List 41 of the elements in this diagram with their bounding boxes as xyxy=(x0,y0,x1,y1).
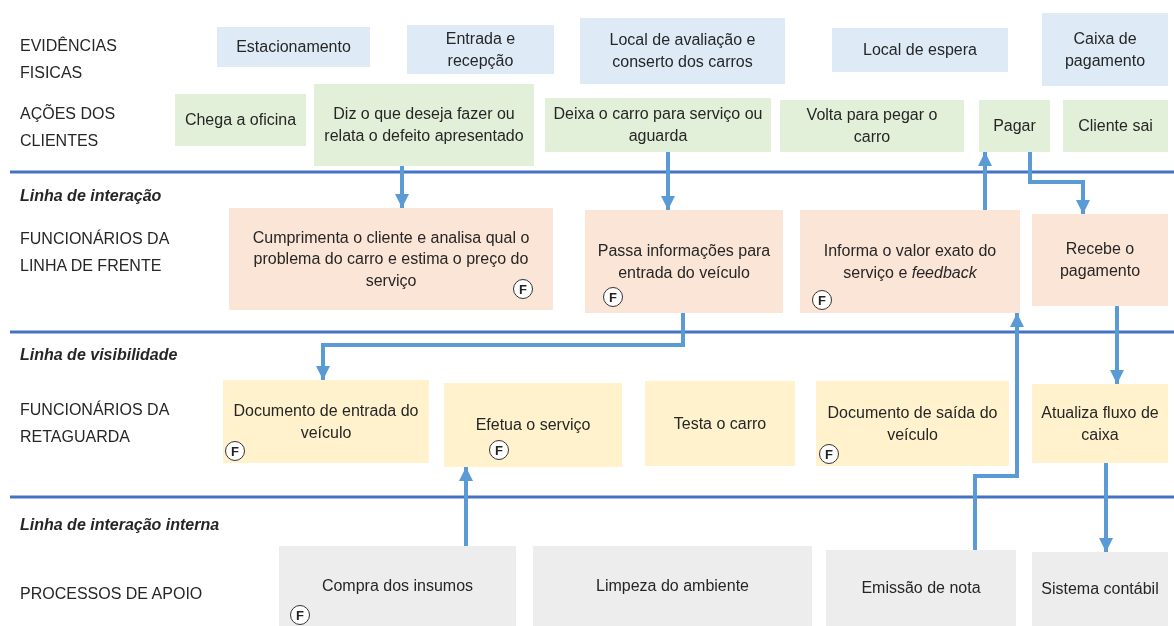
arrow xyxy=(973,313,1024,550)
backstage-box: Atualiza fluxo de caixa xyxy=(1032,384,1168,463)
backstage-box: Documento de saída do veículo F xyxy=(816,381,1009,466)
line-label: Linha de interação interna xyxy=(20,515,220,535)
arrow xyxy=(1099,463,1113,552)
lane-label: AÇÕES DOS CLIENTES xyxy=(20,103,117,152)
customer-action-box: Volta para pegar o carro xyxy=(780,100,964,152)
evidence-box: Entrada e recepção xyxy=(407,25,554,74)
evidence-box: Local de espera xyxy=(832,28,1008,72)
lane-label: PROCESSOS DE APOIO xyxy=(20,584,204,604)
evidence-box: Caixa de pagamento xyxy=(1042,13,1168,86)
lane-label: FUNCIONÁRIOS DA LINHA DE FRENTE xyxy=(20,228,171,277)
customer-action-box: Deixa o carro para serviço ou aguarda xyxy=(545,98,771,152)
support-process-box: Compra dos insumos F xyxy=(279,546,516,626)
line-label: Linha de interação xyxy=(20,186,163,206)
arrow xyxy=(395,166,409,208)
frontline-box: Informa o valor exato do serviço e feedback F xyxy=(800,210,1020,313)
frontline-box: Recebe o pagamento xyxy=(1032,214,1168,306)
frontline-box: Cumprimenta o cliente e analisa qual o problema do carro e estima o preço do serviço F xyxy=(229,208,553,310)
customer-action-box: Chega a oficina xyxy=(175,94,306,146)
arrow xyxy=(459,467,473,546)
customer-action-box: Cliente sai xyxy=(1063,100,1168,152)
line-label: Linha de visibilidade xyxy=(20,345,179,365)
arrow xyxy=(1028,152,1090,214)
arrow xyxy=(978,152,992,210)
support-process-box: Emissão de nota xyxy=(826,550,1016,626)
backstage-box: Efetua o serviço F xyxy=(444,383,622,467)
arrow xyxy=(316,313,685,380)
customer-action-box: Pagar xyxy=(979,100,1050,152)
evidence-box: Estacionamento xyxy=(217,27,370,67)
customer-action-box: Diz o que deseja fazer ou relata o defeito apresentado xyxy=(314,84,534,166)
lane-label: EVIDÊNCIAS FISICAS xyxy=(20,35,118,84)
support-process-box: Sistema contábil xyxy=(1032,552,1168,626)
lane-label: FUNCIONÁRIOS DA RETAGUARDA xyxy=(20,399,171,448)
backstage-box: Documento de entrada do veículo F xyxy=(223,380,429,463)
support-process-box: Limpeza do ambiente xyxy=(533,546,812,626)
frontline-box: Passa informações para entrada do veículo F xyxy=(585,210,783,313)
backstage-box: Testa o carro xyxy=(645,381,795,466)
arrow xyxy=(1110,306,1124,384)
evidence-box: Local de avaliação e conserto dos carros xyxy=(580,18,785,84)
arrow xyxy=(661,152,675,210)
